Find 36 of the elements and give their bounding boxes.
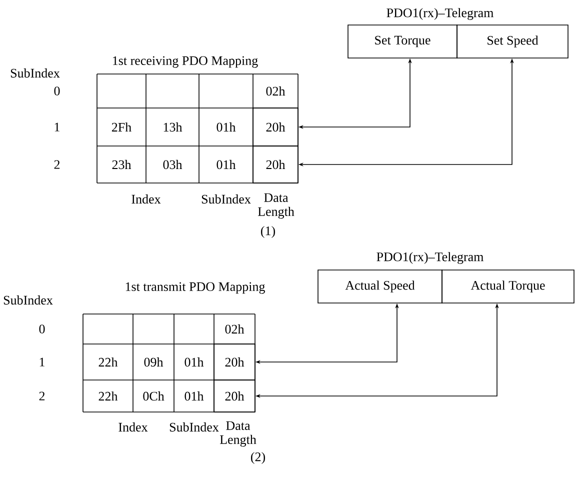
row-number: 1	[40, 358, 44, 366]
column-header: Index	[132, 194, 161, 204]
table-cell: 01h	[184, 357, 204, 367]
table-cell: 2Fh	[112, 122, 132, 132]
column-header: Index	[118, 422, 148, 432]
table-cell: 22h	[98, 392, 118, 401]
figure-number: (1)	[261, 226, 276, 238]
figure-number: (2)	[251, 452, 266, 464]
table-cell: 01h	[216, 160, 236, 170]
table-cell: 20h	[252, 108, 298, 146]
table-cell: 03h	[163, 160, 182, 170]
table-cell: 13h	[164, 122, 182, 132]
table-cell: 20h	[214, 380, 256, 412]
telegram-field: Set Torque	[348, 24, 458, 58]
table-cell: 09h	[144, 357, 164, 367]
table-title: 1st transmit PDO Mapping	[126, 282, 265, 294]
telegram-heading: PDO1(rx)–Telegram	[376, 252, 484, 264]
row-number: 0	[54, 86, 60, 96]
table-cell: 0Ch	[143, 391, 164, 401]
row-header: SubIndex	[4, 295, 53, 305]
telegram-field: Actual Torque	[442, 270, 574, 304]
telegram-field: Actual Speed	[318, 270, 442, 304]
row-number: 2	[54, 160, 60, 169]
row-header: SubIndex	[10, 68, 60, 78]
row-number: 0	[39, 324, 45, 334]
table-cell: 22h	[98, 358, 118, 367]
telegram-heading: PDO1(rx)–Telegram	[386, 8, 494, 20]
table-cell: 20h	[252, 146, 298, 184]
table-cell: 02h	[266, 86, 286, 96]
row-number: 1	[54, 122, 60, 132]
table-cell: 01h	[184, 391, 204, 401]
row-number: 2	[39, 392, 45, 400]
telegram-field: Set Speed	[456, 24, 568, 58]
table-cell: 01h	[216, 122, 236, 132]
table-cell: 23h	[112, 160, 132, 170]
table-cell: 20h	[214, 344, 256, 380]
